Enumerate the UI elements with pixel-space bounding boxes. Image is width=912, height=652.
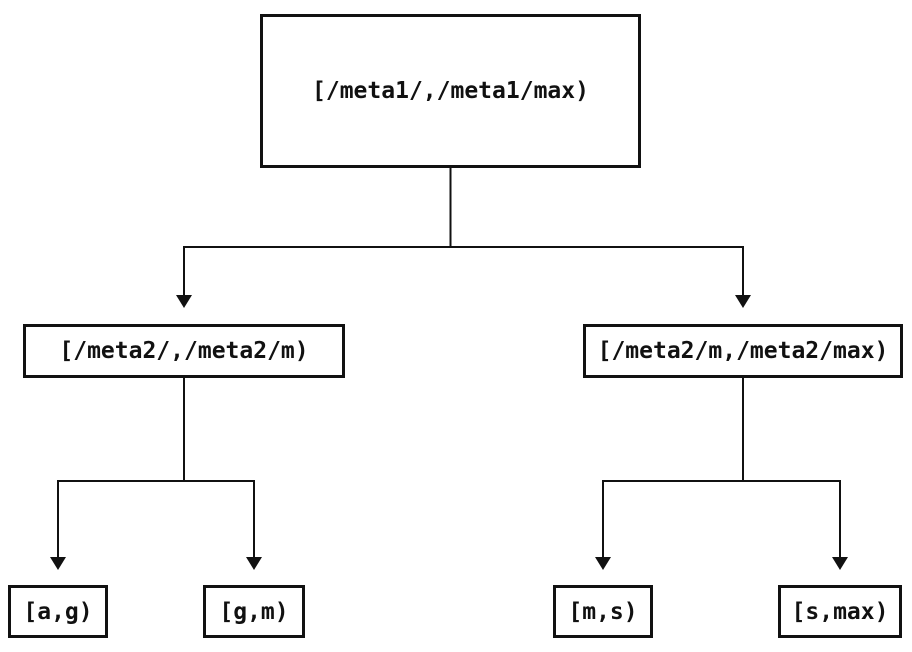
node-leaf-s-max-label: [s,max) xyxy=(791,598,889,625)
edge-meta2-low-to-leaf-g-m xyxy=(183,378,255,557)
edge-meta2-high-to-leaf-s-max xyxy=(742,378,841,557)
node-leaf-a-g-label: [a,g) xyxy=(23,598,93,625)
edge-root-to-meta2-low xyxy=(183,168,452,295)
node-meta2-low-range: [/meta2/,/meta2/m) xyxy=(23,324,345,378)
node-meta2-high-range: [/meta2/m,/meta2/max) xyxy=(583,324,903,378)
node-leaf-s-max: [s,max) xyxy=(778,585,902,638)
node-leaf-g-m: [g,m) xyxy=(203,585,305,638)
node-leaf-a-g: [a,g) xyxy=(8,585,108,638)
edge-root-to-meta2-high xyxy=(449,168,744,295)
edge-meta2-low-to-leaf-a-g xyxy=(57,378,185,557)
arrowhead-leaf-s-max xyxy=(832,557,848,570)
node-root-meta1-range: [/meta1/,/meta1/max) xyxy=(260,14,641,168)
node-leaf-m-s: [m,s) xyxy=(553,585,653,638)
edge-meta2-high-to-leaf-m-s xyxy=(602,378,744,557)
arrowhead-leaf-m-s xyxy=(595,557,611,570)
arrowhead-leaf-g-m xyxy=(246,557,262,570)
node-leaf-g-m-label: [g,m) xyxy=(219,598,289,625)
node-leaf-m-s-label: [m,s) xyxy=(568,598,638,625)
arrowhead-leaf-a-g xyxy=(50,557,66,570)
node-meta2-low-label: [/meta2/,/meta2/m) xyxy=(59,338,309,364)
node-meta2-high-label: [/meta2/m,/meta2/max) xyxy=(597,338,889,364)
node-root-label: [/meta1/,/meta1/max) xyxy=(312,78,589,104)
arrowhead-meta2-high xyxy=(735,295,751,308)
arrowhead-meta2-low xyxy=(176,295,192,308)
